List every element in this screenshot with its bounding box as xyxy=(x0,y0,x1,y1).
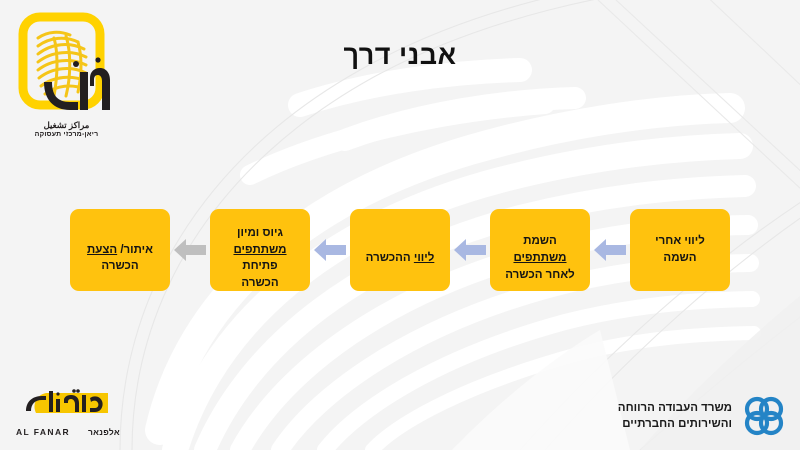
flow-step-label: ליווי אחרי השמה xyxy=(655,235,705,264)
flow-step-label: ליווי ההכשרה xyxy=(365,252,435,264)
ministry-logo-text: משרד העבודה הרווחה והשירותים החברתיים xyxy=(617,401,732,430)
flow-step-3-accompany-training[interactable]: ליווי ההכשרה xyxy=(350,209,450,291)
ryan-logo-subtitle-arabic: مراكز تشغيل xyxy=(43,120,90,130)
al-fanar-logo-english: AL FANAR xyxy=(16,427,71,437)
flow-step-underlined: ליווי xyxy=(413,252,435,264)
ryan-logo-subtitle-hebrew: ריאן-מרכזי תעסוקה xyxy=(34,130,99,138)
page-title: אבני דרך xyxy=(343,40,457,70)
flow-step-underlined: הצעת xyxy=(87,243,118,256)
arrow-4-to-5-icon xyxy=(590,230,630,270)
flow-step-5-post-placement[interactable]: ליווי אחרי השמה xyxy=(630,209,730,291)
arrow-1-to-2-icon xyxy=(170,230,210,270)
ryan-logo: مراكز تشغيل ריאן-מרכזי תעסוקה xyxy=(14,12,119,140)
ministry-logo: משרד העבודה הרווחה והשירותים החברתיים xyxy=(618,394,786,438)
ryan-logo-mark xyxy=(18,12,110,110)
flow-step-line: איתור/ xyxy=(117,243,153,256)
arrow-3-to-4-icon xyxy=(450,230,490,270)
flow-step-underlined: משתתפים xyxy=(233,243,287,256)
ministry-quatrefoil-icon xyxy=(744,396,784,436)
al-fanar-logo-hebrew: אלפנאר xyxy=(87,427,120,437)
al-fanar-logo: AL FANAR אלפנאר xyxy=(16,387,120,437)
arrow-2-to-3-icon xyxy=(310,230,350,270)
al-fanar-logo-mark xyxy=(26,389,108,413)
flow-step-underlined: משתתפים xyxy=(513,252,567,264)
